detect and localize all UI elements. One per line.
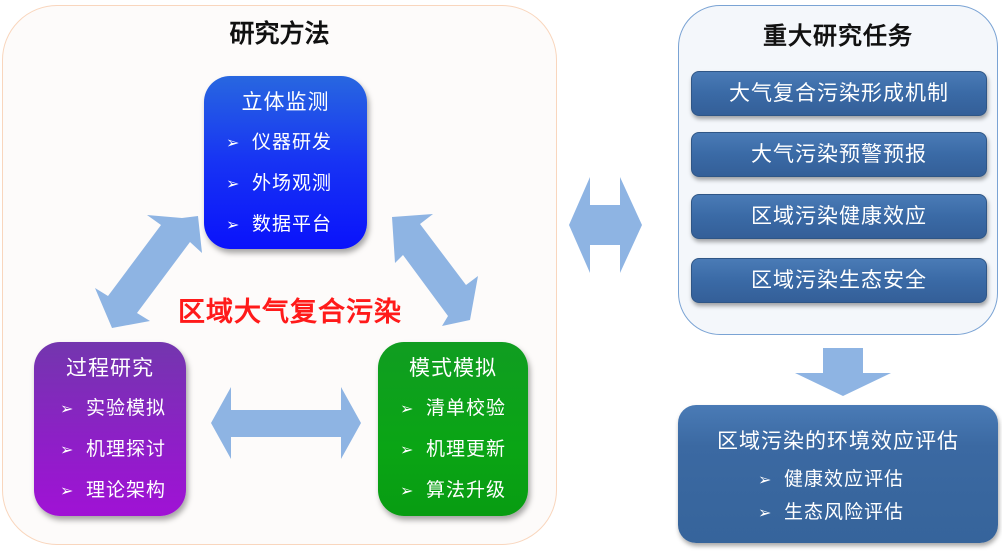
method-item-label: 外场观测: [252, 172, 333, 194]
arrow-bullet-icon: ➢: [60, 440, 75, 459]
method-item-label: 机理探讨: [86, 438, 167, 460]
method-item-label: 实验模拟: [86, 397, 167, 419]
method-item: ➢ 实验模拟: [60, 388, 186, 429]
arrow-bullet-icon: ➢: [758, 503, 773, 522]
evaluation-item-label: 生态风险评估: [784, 501, 905, 523]
method-item-label: 清单校验: [426, 397, 507, 419]
down-arrow: [795, 348, 891, 396]
method-box-title: 模式模拟: [409, 356, 497, 380]
method-item: ➢ 算法升级: [400, 470, 528, 511]
double-arrow-left-diagonal: [95, 215, 202, 328]
method-item: ➢ 仪器研发: [226, 122, 367, 163]
environmental-effect-evaluation-box: 区域污染的环境效应评估 ➢ 健康效应评估 ➢ 生态风险评估: [678, 405, 998, 543]
evaluation-item-list: ➢ 健康效应评估 ➢ 生态风险评估: [678, 463, 998, 529]
task-item-formation-mechanism: 大气复合污染形成机制: [691, 71, 987, 116]
arrow-bullet-icon: ➢: [60, 399, 75, 418]
method-item-label: 机理更新: [426, 438, 507, 460]
method-item-list: ➢ 仪器研发 ➢ 外场观测 ➢ 数据平台: [204, 122, 367, 245]
method-item: ➢ 理论架构: [60, 470, 186, 511]
method-item-list: ➢ 实验模拟 ➢ 机理探讨 ➢ 理论架构: [34, 388, 186, 511]
method-item-label: 算法升级: [426, 479, 507, 501]
research-methods-title: 研究方法: [229, 19, 330, 48]
evaluation-item: ➢ 生态风险评估: [758, 496, 998, 529]
arrow-bullet-icon: ➢: [226, 174, 241, 193]
method-box-title: 立体监测: [241, 90, 330, 114]
method-item: ➢ 机理更新: [400, 429, 528, 470]
evaluation-item-label: 健康效应评估: [784, 468, 905, 490]
method-item-label: 理论架构: [86, 479, 167, 501]
method-box-process-study: 过程研究 ➢ 实验模拟 ➢ 机理探讨 ➢ 理论架构: [34, 342, 186, 516]
method-box-3d-monitoring: 立体监测 ➢ 仪器研发 ➢ 外场观测 ➢ 数据平台: [204, 76, 367, 249]
method-item: ➢ 清单校验: [400, 388, 528, 429]
method-item-label: 数据平台: [252, 213, 333, 235]
method-item-list: ➢ 清单校验 ➢ 机理更新 ➢ 算法升级: [378, 388, 528, 511]
method-item-label: 仪器研发: [252, 131, 333, 153]
double-arrow-right-diagonal: [392, 214, 478, 326]
method-item: ➢ 数据平台: [226, 204, 367, 245]
arrow-bullet-icon: ➢: [400, 399, 415, 418]
arrow-bullet-icon: ➢: [400, 481, 415, 500]
double-arrow-between-panels: [569, 177, 642, 273]
method-item: ➢ 外场观测: [226, 163, 367, 204]
center-topic-label: 区域大气复合污染: [178, 297, 402, 328]
method-item: ➢ 机理探讨: [60, 429, 186, 470]
arrow-bullet-icon: ➢: [226, 215, 241, 234]
arrow-bullet-icon: ➢: [60, 481, 75, 500]
arrow-bullet-icon: ➢: [226, 133, 241, 152]
method-box-model-simulation: 模式模拟 ➢ 清单校验 ➢ 机理更新 ➢ 算法升级: [378, 342, 528, 516]
arrow-bullet-icon: ➢: [758, 470, 773, 489]
method-box-title: 过程研究: [66, 356, 154, 380]
evaluation-item: ➢ 健康效应评估: [758, 463, 998, 496]
evaluation-title: 区域污染的环境效应评估: [717, 429, 959, 453]
arrow-bullet-icon: ➢: [400, 440, 415, 459]
task-item-health-effect: 区域污染健康效应: [691, 194, 987, 239]
double-arrow-horizontal: [211, 387, 361, 459]
task-item-ecological-safety: 区域污染生态安全: [691, 258, 987, 303]
major-tasks-title: 重大研究任务: [763, 22, 913, 50]
task-item-early-warning: 大气污染预警预报: [691, 132, 987, 177]
